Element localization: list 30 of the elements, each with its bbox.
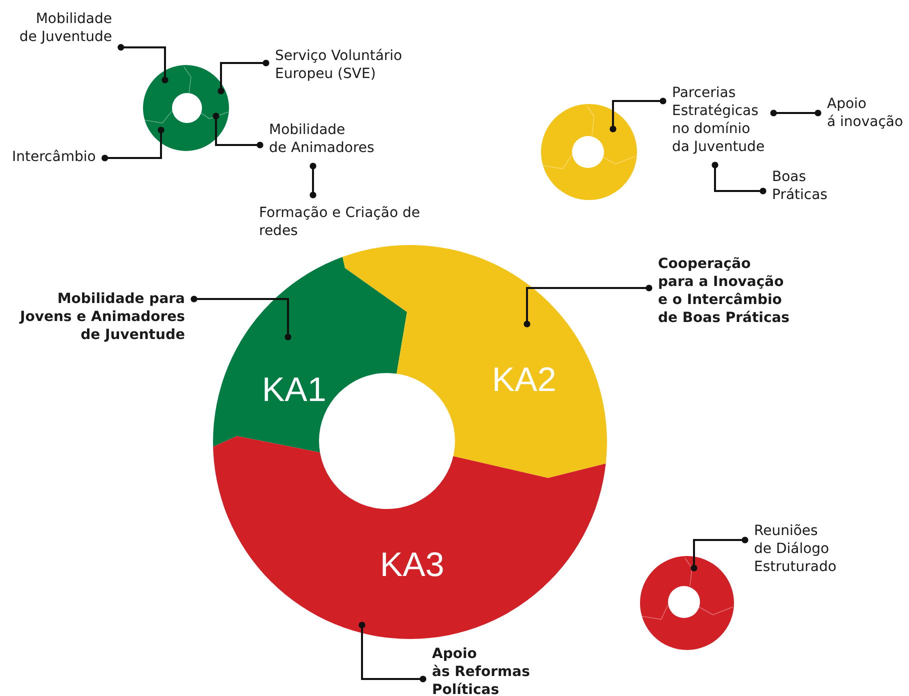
segment-label: KA2 bbox=[492, 361, 556, 399]
ring-shape bbox=[541, 104, 637, 200]
callout-label: Intercâmbio bbox=[12, 148, 96, 166]
leader-line bbox=[118, 44, 168, 84]
leader-line bbox=[358, 622, 426, 682]
segment-label: KA1 bbox=[262, 371, 326, 409]
callout-label: Boas Práticas bbox=[772, 168, 828, 204]
callout-label: Reuniões de Diálogo Estruturado bbox=[754, 522, 836, 576]
leader-line bbox=[712, 162, 766, 194]
leader-line bbox=[524, 284, 652, 328]
callout-label: Parcerias Estratégicas no domínio da Juventude bbox=[672, 84, 765, 156]
ring-shape bbox=[640, 556, 734, 650]
leader-line bbox=[690, 536, 748, 572]
callout-label: Apoio á inovação bbox=[827, 95, 904, 131]
leader-line bbox=[212, 112, 264, 148]
callout-label: Formação e Criação de redes bbox=[259, 204, 420, 240]
leader-line bbox=[102, 126, 164, 162]
leader-line bbox=[310, 162, 316, 198]
callout-label: Mobilidade de Juventude bbox=[19, 10, 112, 46]
ring-shape bbox=[143, 65, 229, 151]
leader-line bbox=[190, 296, 292, 340]
callout-label: Mobilidade para Jovens e Animadores de Juventude bbox=[20, 290, 185, 344]
leader-line bbox=[770, 110, 822, 116]
callout-label: Mobilidade de Animadores bbox=[269, 121, 374, 157]
callout-label: Cooperação para a Inovação e o Intercâmbio de Boas Práticas bbox=[658, 255, 790, 327]
segment-label: KA3 bbox=[380, 546, 444, 584]
leader-line bbox=[218, 60, 270, 94]
leader-line bbox=[610, 98, 666, 132]
callout-label: Apoio às Reformas Políticas bbox=[432, 645, 530, 696]
callout-label: Serviço Voluntário Europeu (SVE) bbox=[275, 47, 402, 83]
